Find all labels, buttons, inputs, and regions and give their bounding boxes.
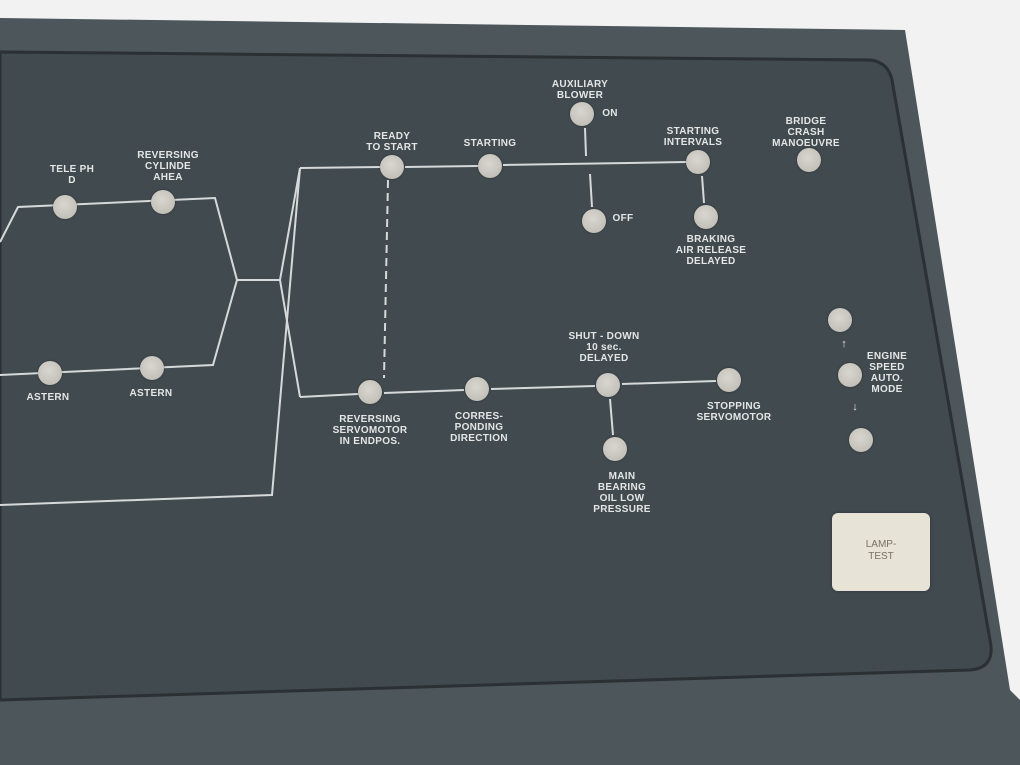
- lamp-reversing-cylinder: [151, 190, 175, 214]
- panel-face: [0, 50, 993, 702]
- lamp-test-label-1: LAMP-: [865, 539, 897, 550]
- lamp-starting: [478, 154, 502, 178]
- lamp-blower-on: [570, 102, 594, 126]
- arrow-up-icon: ↑: [841, 338, 847, 350]
- label-starting: STARTING: [463, 138, 517, 149]
- lamp-telegraph: [53, 195, 77, 219]
- label-blower-off: OFF: [612, 213, 634, 224]
- lamp-astern-1: [38, 361, 62, 385]
- lamp-braking-air: [694, 205, 718, 229]
- label-astern-2: ASTERN: [129, 388, 173, 399]
- lamp-engine-speed-down: [849, 428, 873, 452]
- lamp-starting-intervals: [686, 150, 710, 174]
- label-blower-on: ON: [602, 108, 618, 119]
- label-astern-1: ASTERN: [26, 392, 70, 403]
- lamp-main-bearing: [603, 437, 627, 461]
- lamp-stopping-servomotor: [717, 368, 741, 392]
- lamp-ready-to-start: [380, 155, 404, 179]
- lamp-engine-speed-auto: [838, 363, 862, 387]
- lamp-blower-off: [582, 209, 606, 233]
- lamp-reversing-servomotor: [358, 380, 382, 404]
- lamp-corresponding-direction: [465, 377, 489, 401]
- lamp-bridge-crash: [797, 148, 821, 172]
- lamp-engine-speed-up: [828, 308, 852, 332]
- arrow-down-icon: ↓: [852, 401, 858, 413]
- lamp-test-button[interactable]: LAMP-TEST: [832, 513, 930, 591]
- lamp-astern-2: [140, 356, 164, 380]
- lamp-shut-down: [596, 373, 620, 397]
- lamp-test-label-2: TEST: [868, 551, 894, 562]
- wiring-lines: [0, 127, 717, 506]
